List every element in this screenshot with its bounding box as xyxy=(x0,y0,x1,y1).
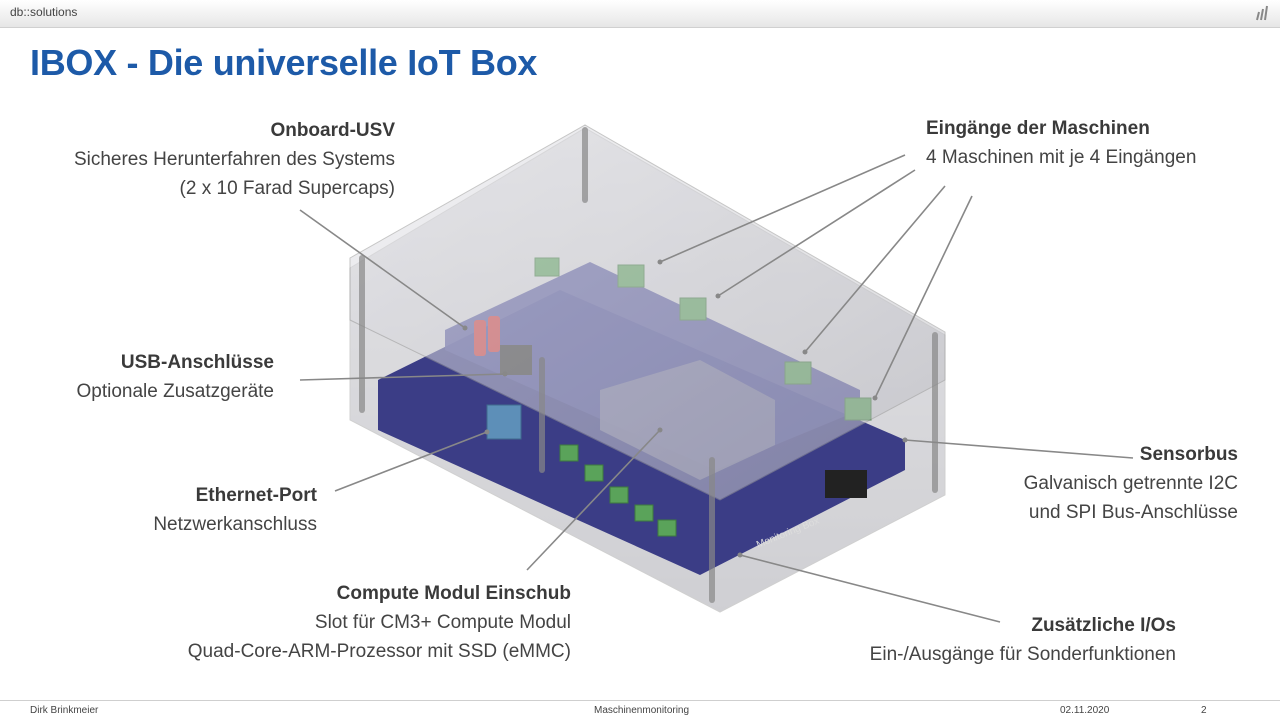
callout-sensorbus: Sensorbus Galvanisch getrennte I2C und S… xyxy=(1024,440,1238,527)
footer-page-number: 2 xyxy=(1201,705,1207,716)
callout-usb: USB-Anschlüsse Optionale Zusatzgeräte xyxy=(76,348,274,406)
callout-heading: Compute Modul Einschub xyxy=(336,583,571,604)
callout-text: (2 x 10 Farad Supercaps) xyxy=(179,178,395,199)
io-terminals xyxy=(559,444,677,537)
callout-inputs: Eingänge der Maschinen 4 Maschinen mit j… xyxy=(926,114,1196,172)
callout-heading: Onboard-USV xyxy=(270,120,395,141)
callout-text: Sicheres Herunterfahren des Systems xyxy=(73,149,395,170)
brand-name: db::solutions xyxy=(10,5,78,19)
callout-heading: Sensorbus xyxy=(1139,444,1238,465)
callout-text: Ein-/Ausgänge für Sonderfunktionen xyxy=(869,644,1176,665)
slide-title: IBOX - Die universelle IoT Box xyxy=(30,42,538,83)
screw-posts xyxy=(359,127,938,603)
callout-compute: Compute Modul Einschub Slot für CM3+ Com… xyxy=(188,579,571,666)
callout-text: Slot für CM3+ Compute Modul xyxy=(314,612,571,633)
callout-text: 4 Maschinen mit je 4 Eingängen xyxy=(926,147,1197,168)
callout-text: und SPI Bus-Anschlüsse xyxy=(1028,502,1238,523)
callout-text: Netzwerkanschluss xyxy=(153,514,317,535)
footer-author: Dirk Brinkmeier xyxy=(30,705,99,716)
ethernet-jack xyxy=(486,404,522,440)
callout-text: Quad-Core-ARM-Prozessor mit SSD (eMMC) xyxy=(187,641,571,662)
callout-heading: Eingänge der Maschinen xyxy=(926,118,1150,139)
callout-text: Galvanisch getrennte I2C xyxy=(1023,473,1238,494)
leader-arrowheads xyxy=(462,259,908,558)
footer-bar: Dirk Brinkmeier Maschinenmonitoring 02.1… xyxy=(0,700,1280,721)
callout-heading: Zusätzliche I/Os xyxy=(1031,615,1176,636)
footer-date: 02.11.2020 xyxy=(1060,705,1110,716)
callout-io: Zusätzliche I/Os Ein-/Ausgänge für Sonde… xyxy=(870,611,1176,669)
bar-chart-logo-icon xyxy=(1256,5,1268,21)
sensor-chip xyxy=(825,470,867,498)
callout-ethernet: Ethernet-Port Netzwerkanschluss xyxy=(153,481,317,539)
leader-lines xyxy=(299,154,1134,623)
callout-text: Optionale Zusatzgeräte xyxy=(76,381,274,402)
header-bar: db::solutions xyxy=(0,0,1280,28)
callout-usv: Onboard-USV Sicheres Herunterfahren des … xyxy=(74,116,395,203)
callout-heading: USB-Anschlüsse xyxy=(120,352,274,373)
enclosure-lid xyxy=(349,124,946,501)
footer-topic: Maschinenmonitoring xyxy=(594,705,690,716)
callout-heading: Ethernet-Port xyxy=(195,485,317,506)
